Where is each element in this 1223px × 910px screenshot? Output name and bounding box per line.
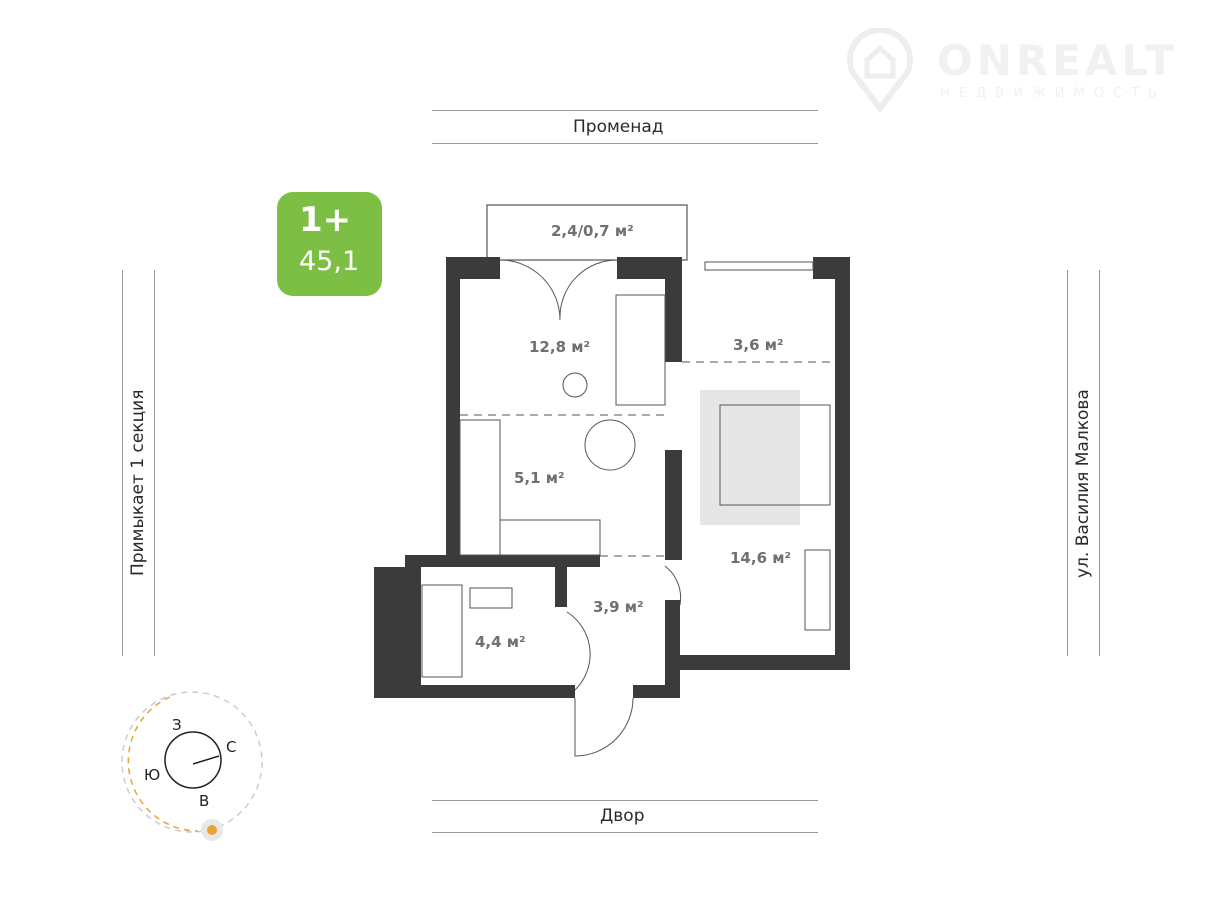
side-label-top: Променад (573, 117, 664, 137)
room-area-kitchen: 5,1 м² (514, 469, 565, 487)
compass (121, 691, 263, 841)
room-area-balcony: 2,4/0,7 м² (551, 222, 634, 240)
room-area-living: 12,8 м² (529, 338, 591, 356)
walls (374, 257, 850, 698)
room-area-bedroom: 14,6 м² (730, 549, 792, 567)
compass-south: Ю (144, 766, 161, 784)
apartment-type: 1+ (299, 200, 352, 240)
apartment-area: 45,1 (299, 246, 360, 277)
apartment-badge: 1+ 45,1 (277, 192, 382, 296)
divider (432, 143, 818, 144)
side-label-bottom: Двор (600, 806, 645, 826)
room-area-hall: 3,9 м² (593, 598, 644, 616)
watermark-subtitle: НЕДВИЖИМОСТЬ (940, 86, 1166, 101)
divider (432, 800, 818, 801)
rug (700, 390, 800, 525)
balcony (486, 204, 688, 261)
divider (432, 110, 818, 111)
watermark-name: ONREALT (937, 36, 1178, 85)
compass-west: З (172, 716, 182, 734)
room-area-loggia: 3,6 м² (733, 336, 784, 354)
divider (154, 270, 155, 656)
divider (1067, 270, 1068, 656)
fixtures (421, 259, 835, 757)
compass-east: В (199, 792, 210, 810)
divider (432, 832, 818, 833)
divider (1099, 270, 1100, 656)
room-area-bath: 4,4 м² (475, 633, 526, 651)
house-pin-icon (847, 28, 913, 113)
compass-north: С (226, 738, 237, 756)
divider (122, 270, 123, 656)
